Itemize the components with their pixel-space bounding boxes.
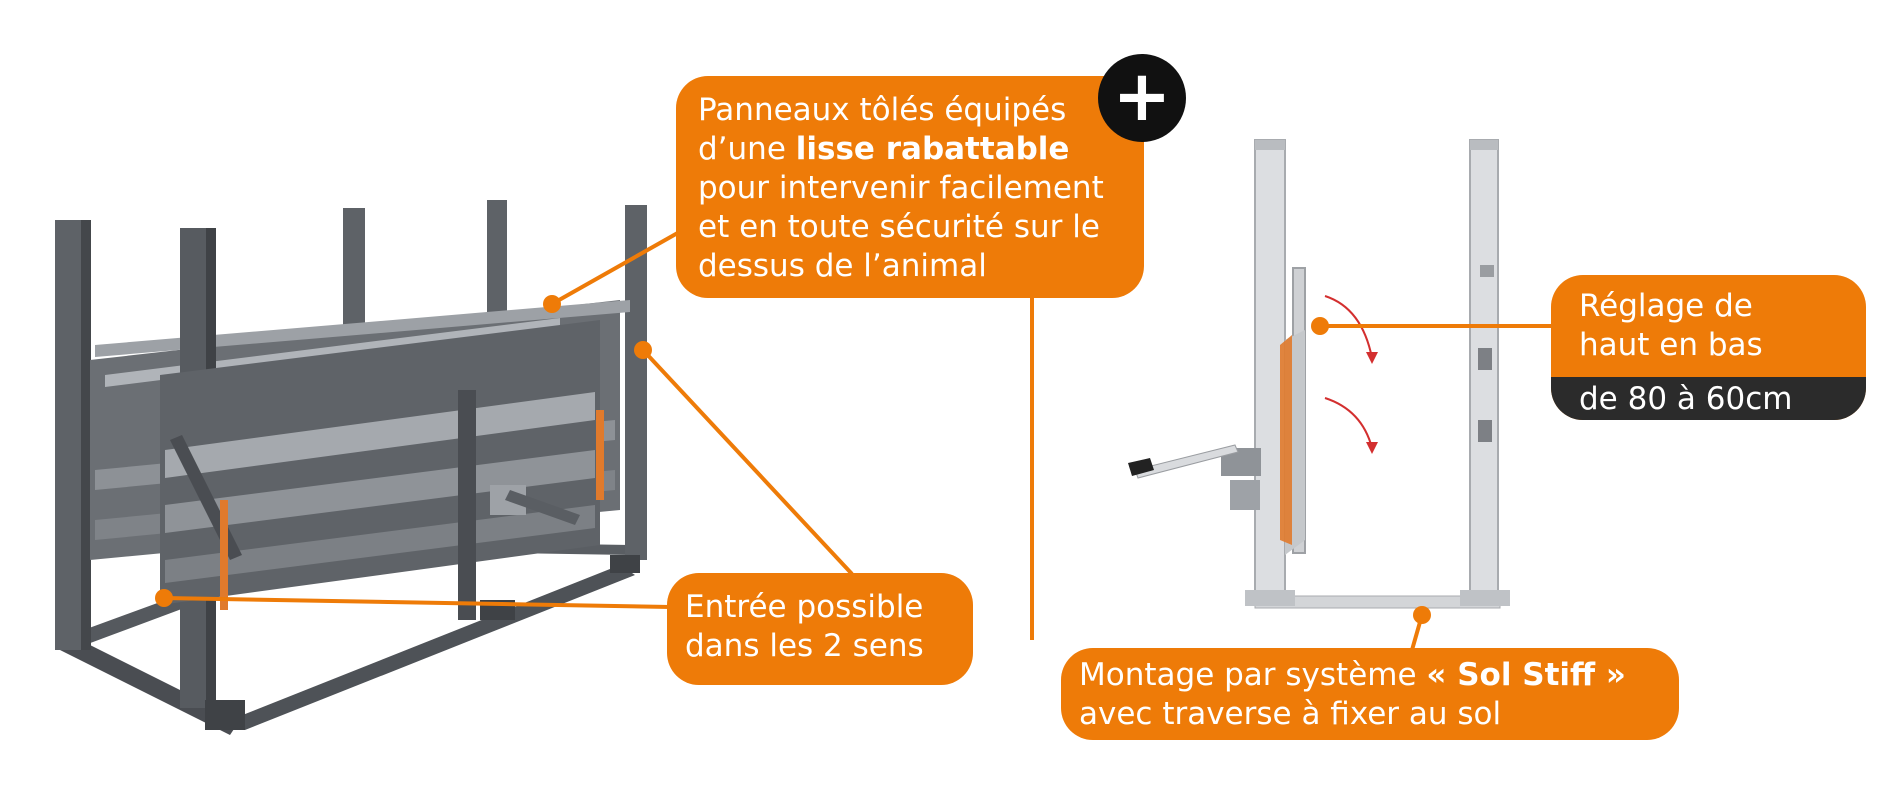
leader-dot-entree-1 xyxy=(634,341,652,359)
panneaux-line-5: dessus de l’animal xyxy=(698,248,987,284)
entree-line-1: Entrée possible xyxy=(685,589,924,625)
montage-line-1: Montage par système « Sol Stiff » xyxy=(1079,656,1661,695)
leader-dot-reglage xyxy=(1311,317,1329,335)
reglage-line-3: de 80 à 60cm xyxy=(1579,381,1793,417)
montage-line-2: avec traverse à fixer au sol xyxy=(1079,696,1502,732)
panneaux-line-3: pour intervenir facilement xyxy=(698,170,1104,206)
panneaux-line-4: et en toute sécurité sur le xyxy=(698,209,1100,245)
leader-dot-entree-2 xyxy=(155,589,173,607)
reglage-bottom: de 80 à 60cm xyxy=(1551,377,1866,420)
leader-panneaux xyxy=(551,224,691,306)
cattle-crush-illustration xyxy=(55,200,647,735)
callout-panneaux: Panneaux tôlés équipés d’une lisse rabat… xyxy=(676,76,1144,298)
montage-line-1-bold: « Sol Stiff » xyxy=(1426,657,1626,693)
entree-line-2: dans les 2 sens xyxy=(685,628,924,664)
panneaux-line-1: Panneaux tôlés équipés xyxy=(698,92,1067,128)
reglage-line-1: Réglage de xyxy=(1579,288,1753,324)
reglage-top: Réglage de haut en bas xyxy=(1551,275,1866,377)
leader-lines xyxy=(155,224,1555,651)
callout-montage: Montage par système « Sol Stiff » avec t… xyxy=(1061,648,1679,740)
front-view-illustration xyxy=(1128,139,1510,609)
leader-entree-2 xyxy=(163,596,671,609)
callout-entree: Entrée possible dans les 2 sens xyxy=(667,573,973,685)
leader-entree-1 xyxy=(641,348,854,576)
panneaux-line-2: d’une lisse rabattable xyxy=(698,130,1122,169)
callout-reglage: Réglage de haut en bas de 80 à 60cm xyxy=(1551,275,1866,420)
montage-line-1-prefix: Montage par système xyxy=(1079,657,1427,693)
leader-dot-montage xyxy=(1413,606,1431,624)
panneaux-line-2-prefix: d’une xyxy=(698,131,796,167)
leader-dot-panneaux xyxy=(543,295,561,313)
plus-icon: + xyxy=(1098,54,1186,142)
reglage-line-2: haut en bas xyxy=(1579,327,1763,363)
panneaux-line-2-bold: lisse rabattable xyxy=(795,131,1070,167)
